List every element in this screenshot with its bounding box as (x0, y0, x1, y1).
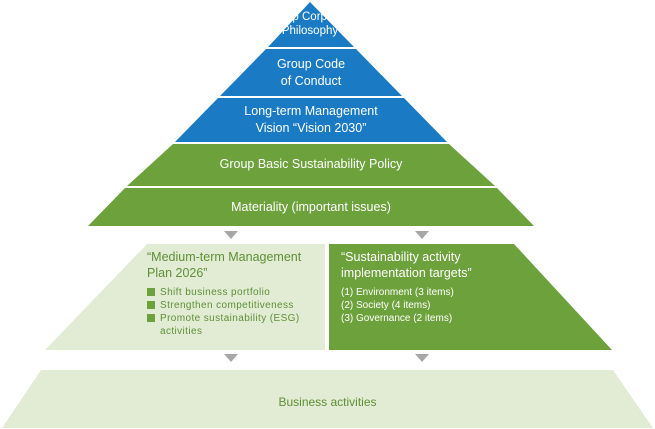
list-item: Promote sustainability (ESG) (147, 312, 322, 325)
code-of-conduct-label: Group Code of Conduct (240, 56, 382, 90)
list-item: Strengthen competitiveness (147, 299, 322, 312)
mid-term-plan-line-1: “Medium-term Management (147, 250, 302, 264)
apex-label: Group Corporate Philosophy (250, 10, 370, 38)
mid-term-plan-list: Shift business portfolio Strengthen comp… (147, 286, 322, 338)
code-of-conduct-shape (220, 49, 402, 96)
list-item: (1) Environment (3 items) (341, 287, 454, 298)
basic-policy-shape (127, 144, 495, 186)
mid-term-plan-heading: “Medium-term Management Plan 2026” (147, 249, 322, 281)
targets-heading: “Sustainability activity implementation … (341, 249, 521, 281)
targets-list: (1) Environment (3 items) (2) Society (4… (341, 286, 521, 325)
square-bullet-icon (147, 301, 155, 309)
targets-block: “Sustainability activity implementation … (341, 249, 521, 325)
arrow-down-icon (224, 354, 238, 362)
materiality-label: Materiality (important issues) (231, 200, 391, 214)
vision-line-2: Vision “Vision 2030” (255, 121, 367, 135)
list-item-continuation: activities (160, 326, 203, 337)
vision-shape (175, 98, 447, 142)
targets-shape (329, 244, 612, 350)
vision-line-1: Long-term Management (244, 104, 378, 118)
arrow-down-icon (415, 231, 429, 239)
list-item: (2) Society (4 items) (341, 300, 431, 311)
square-bullet-icon (147, 288, 155, 296)
arrow-down-icon (224, 231, 238, 239)
vision-label: Long-term Management Vision “Vision 2030… (211, 103, 411, 137)
targets-line-2: implementation targets” (341, 266, 472, 280)
mid-term-plan-shape (45, 244, 325, 350)
base-label: Business activities (278, 395, 377, 409)
arrow-down-icon (415, 354, 429, 362)
list-item: (3) Governance (2 items) (341, 313, 453, 324)
list-item: Shift business portfolio (147, 286, 322, 299)
apex-shape (268, 2, 354, 47)
square-bullet-icon (147, 314, 155, 322)
materiality-shape (88, 188, 534, 226)
base-shape (2, 370, 653, 428)
apex-line-1: Group Corporate (266, 11, 354, 23)
apex-line-2: Philosophy (281, 25, 339, 37)
targets-line-1: “Sustainability activity (341, 250, 461, 264)
mid-term-plan-block: “Medium-term Management Plan 2026” Shift… (147, 249, 322, 338)
mid-term-plan-line-2: Plan 2026” (147, 266, 208, 280)
basic-policy-label: Group Basic Sustainability Policy (219, 157, 403, 171)
code-of-conduct-line-2: of Conduct (280, 74, 342, 88)
code-of-conduct-line-1: Group Code (276, 57, 346, 71)
